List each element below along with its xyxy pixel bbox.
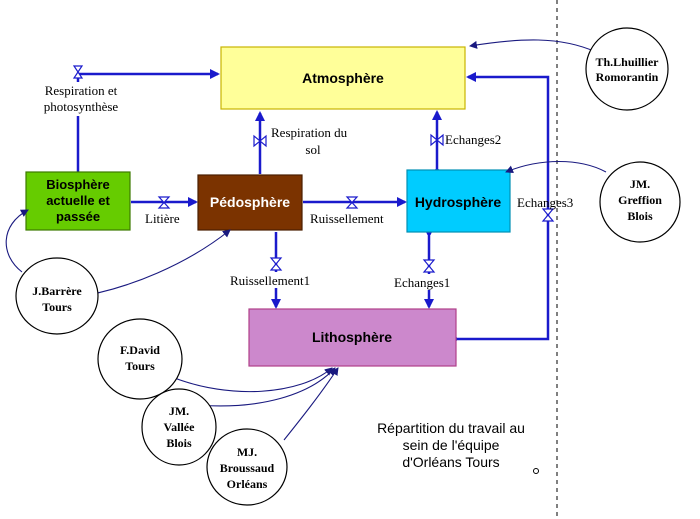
person-lhuillier-line1: Th.Lhuillier (595, 55, 659, 69)
person-barrere-line2: Tours (42, 300, 72, 314)
connector-barrere-biosphere (5, 209, 29, 273)
flow-label-echanges3: Echanges3 (517, 195, 573, 210)
person-greffion-line3: Blois (627, 209, 653, 223)
team-note-line2: sein de l'équipe (403, 437, 500, 453)
box-lithosphere: Lithosphère (248, 308, 457, 367)
valve-icon (269, 257, 283, 271)
flow-label-respiration-photosynthese-line2: photosynthèse (44, 99, 119, 114)
person-david-line2: Tours (125, 359, 155, 373)
box-hydrosphere: Hydrosphère (406, 169, 511, 233)
person-vallee-line2: Vallée (164, 420, 196, 434)
flow-label-respiration-sol-line2: sol (305, 142, 321, 157)
valve-icon (541, 208, 555, 222)
person-greffion-line1: JM. (630, 177, 650, 191)
person-barrere-line1: J.Barrère (32, 284, 82, 298)
person-david: F.David Tours (97, 318, 183, 400)
flow-label-echanges1: Echanges1 (394, 275, 450, 290)
box-lithosphere-label: Lithosphère (312, 329, 392, 345)
person-greffion-line2: Greffion (618, 193, 662, 207)
team-note-line1: Répartition du travail au (377, 420, 525, 436)
box-biosphere-label-line3: passée (56, 209, 100, 224)
box-biosphere-label-line1: Biosphère (46, 177, 110, 192)
valve-icon (72, 65, 84, 79)
box-biosphere-label-line2: actuelle et (46, 193, 110, 208)
connector-broussaud (283, 367, 339, 441)
team-note-line3: d'Orléans Tours (402, 454, 499, 470)
flow-label-echanges2: Echanges2 (445, 132, 501, 147)
person-lhuillier: Th.Lhuillier Romorantin (585, 27, 669, 111)
person-barrere: J.Barrère Tours (15, 257, 99, 335)
connector-greffion (505, 161, 607, 174)
connector-david (171, 367, 333, 393)
box-atmosphere-label: Atmosphère (302, 70, 384, 86)
person-vallee: JM. Vallée Blois (141, 388, 217, 466)
valve-icon (430, 133, 444, 147)
person-broussaud: MJ. Broussaud Orléans (206, 428, 288, 506)
flow-label-ruissellement: Ruissellement (310, 211, 384, 226)
box-hydrosphere-label: Hydrosphère (415, 194, 502, 210)
team-note: Répartition du travail au sein de l'équi… (377, 420, 539, 474)
valve-icon (253, 134, 267, 148)
person-vallee-line3: Blois (166, 436, 192, 450)
flow-label-respiration-sol-line1: Respiration du (271, 125, 348, 140)
person-broussaud-line3: Orléans (227, 477, 268, 491)
person-greffion: JM. Greffion Blois (599, 161, 681, 243)
valve-icon (157, 196, 171, 209)
valve-icon (345, 196, 359, 209)
person-lhuillier-line2: Romorantin (596, 70, 659, 84)
box-pedosphere: Pédosphère (197, 174, 303, 231)
connector-vallee (195, 367, 336, 407)
flow-label-respiration-photosynthese-line1: Respiration et (45, 83, 118, 98)
small-circle-icon (533, 468, 539, 474)
connector-lhuillier (469, 39, 597, 53)
box-atmosphere: Atmosphère (220, 46, 466, 110)
arrow-echanges3 (450, 72, 550, 344)
person-broussaud-line2: Broussaud (220, 461, 275, 475)
flow-label-ruissellement1: Ruissellement1 (230, 273, 310, 288)
person-vallee-line1: JM. (169, 404, 189, 418)
person-david-line1: F.David (120, 343, 160, 357)
box-pedosphere-label: Pédosphère (210, 194, 290, 210)
valve-icon (422, 259, 436, 273)
person-broussaud-line1: MJ. (237, 445, 257, 459)
flow-label-litiere: Litière (145, 211, 180, 226)
box-biosphere: Biosphère actuelle et passée (25, 171, 131, 231)
